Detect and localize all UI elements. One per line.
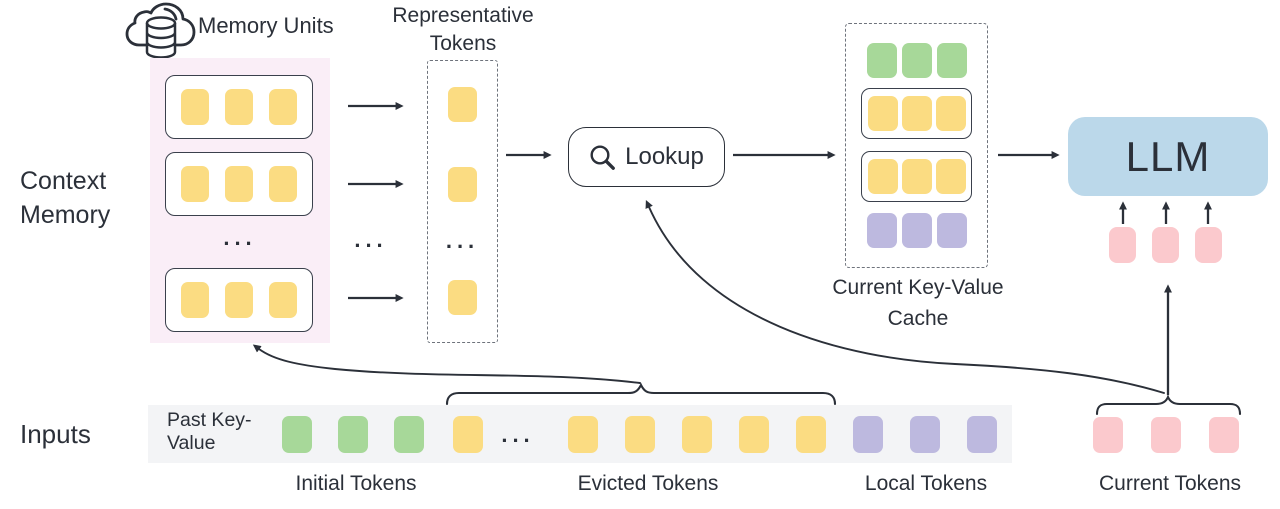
current-tokens-brace <box>1095 394 1242 416</box>
local-token <box>853 416 883 453</box>
representative-tokens-box: ... <box>427 60 498 343</box>
representative-slot <box>448 167 477 207</box>
initial-tokens-label: Initial Tokens <box>295 472 417 495</box>
context-memory-box: ... <box>150 58 330 343</box>
llm-label: LLM <box>1125 132 1211 180</box>
local-tokens <box>853 416 997 453</box>
llm-input-token <box>1195 227 1222 263</box>
arrow-evicted-to-memory <box>252 344 641 384</box>
cache-memory-token <box>867 96 898 131</box>
representative-slot <box>448 280 477 320</box>
cache-local-token <box>901 213 932 248</box>
lookup-button: Lookup <box>568 127 725 187</box>
current-kv-cache-box <box>845 23 988 268</box>
evicted-token <box>739 416 769 453</box>
context-memory-label: Context Memory <box>20 167 111 229</box>
local-token <box>967 416 997 453</box>
memory-token <box>225 166 253 202</box>
representative-ellipsis: ... <box>445 228 480 253</box>
llm-box: LLM <box>1068 117 1268 196</box>
cache-local-row <box>846 213 987 248</box>
cache-memory-token <box>901 159 932 194</box>
memory-token <box>181 166 209 202</box>
cache-memory-token <box>901 96 932 131</box>
evicted-tokens <box>453 416 483 453</box>
initial-tokens <box>282 416 424 453</box>
evicted-token <box>453 416 483 453</box>
evicted-token <box>796 416 826 453</box>
evicted-tokens <box>568 416 826 453</box>
evicted-token <box>568 416 598 453</box>
cache-initial-token <box>866 43 897 78</box>
cache-local-token <box>866 213 897 248</box>
memory-token <box>269 282 297 318</box>
representative-token <box>448 167 477 202</box>
initial-token <box>338 416 368 453</box>
llm-input-tokens <box>1109 227 1222 263</box>
current-token <box>1093 417 1123 453</box>
memory-token <box>225 282 253 318</box>
cache-memory-unit <box>861 151 972 202</box>
initial-token <box>394 416 424 453</box>
local-tokens-label: Local Tokens <box>864 472 988 495</box>
memory-token <box>269 166 297 202</box>
current-tokens-label: Current Tokens <box>1098 472 1242 495</box>
cache-memory-unit <box>861 88 972 139</box>
cache-initial-row <box>846 43 987 78</box>
current-tokens <box>1093 417 1239 453</box>
llm-input-token <box>1152 227 1179 263</box>
evicted-tokens-brace <box>445 382 837 406</box>
llm-input-token <box>1109 227 1136 263</box>
memory-token <box>181 282 209 318</box>
evicted-ellipsis: ... <box>501 421 535 447</box>
cache-local-token <box>936 213 967 248</box>
representative-token <box>448 87 477 122</box>
evicted-token <box>682 416 712 453</box>
current-kv-cache-label: Current Key-Value Cache <box>832 276 1004 330</box>
cache-memory-token <box>935 96 966 131</box>
evicted-tokens-label: Evicted Tokens <box>577 472 719 495</box>
between-ellipsis: ... <box>354 227 388 252</box>
memory-unit <box>165 152 313 216</box>
cloud-database-icon <box>125 2 196 59</box>
local-token <box>910 416 940 453</box>
memory-token <box>225 89 253 125</box>
past-key-value-label: Past Key-Value <box>167 409 252 454</box>
memory-token <box>181 89 209 125</box>
cache-initial-token <box>901 43 932 78</box>
current-token <box>1151 417 1181 453</box>
cache-memory-token <box>867 159 898 194</box>
representative-tokens-label: Representative Tokens <box>392 4 534 55</box>
representative-token <box>448 280 477 315</box>
memory-unit <box>165 75 313 139</box>
current-token <box>1209 417 1239 453</box>
inputs-label: Inputs <box>20 419 91 449</box>
memory-units-label: Memory Units <box>198 13 334 38</box>
initial-token <box>282 416 312 453</box>
cache-memory-token <box>935 159 966 194</box>
cache-initial-token <box>936 43 967 78</box>
memory-units-ellipsis: ... <box>223 225 257 250</box>
evicted-token <box>625 416 655 453</box>
lookup-label: Lookup <box>625 143 704 170</box>
search-icon <box>590 144 616 170</box>
memory-unit <box>165 268 313 332</box>
representative-slot <box>448 87 477 127</box>
memory-token <box>269 89 297 125</box>
